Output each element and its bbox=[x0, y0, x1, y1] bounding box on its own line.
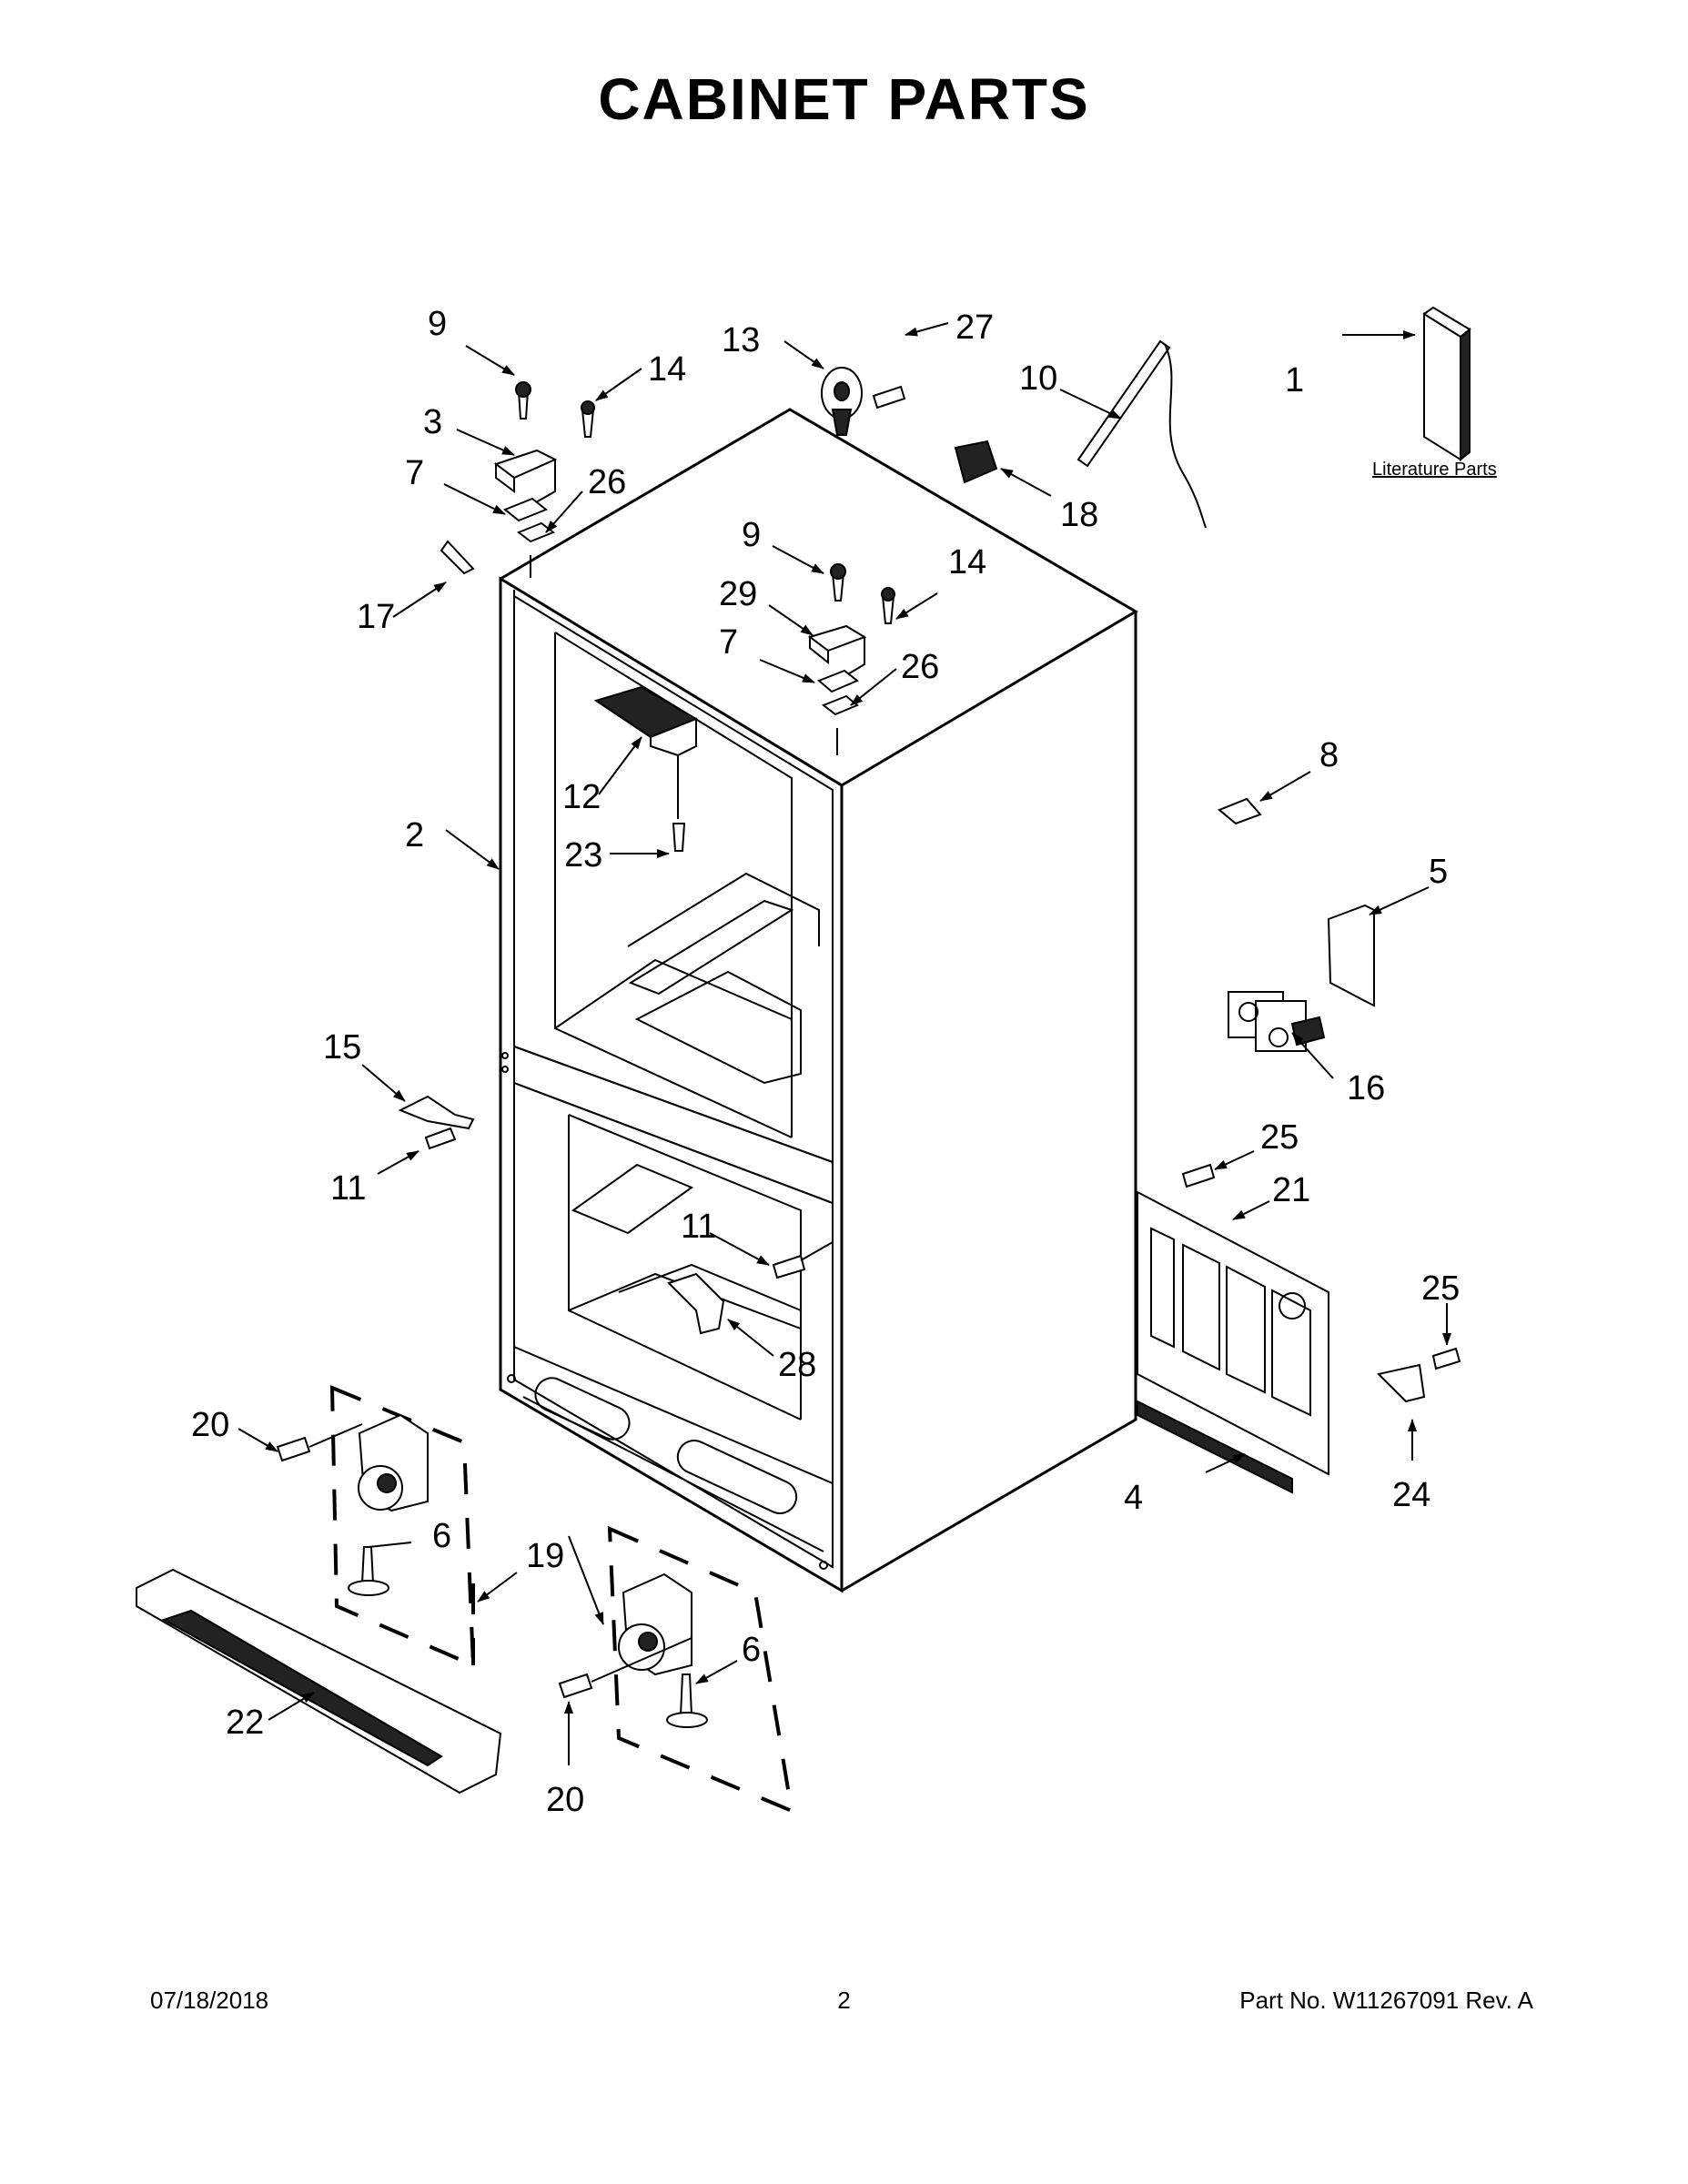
top-hinge-left bbox=[493, 381, 595, 578]
callout-20b: 20 bbox=[546, 1781, 584, 1819]
callout-21: 21 bbox=[1272, 1171, 1310, 1209]
callout-8: 8 bbox=[1319, 736, 1339, 774]
cabinet-side-face bbox=[841, 612, 1137, 1592]
footer-page-number: 2 bbox=[837, 1987, 851, 2014]
cabinet bbox=[499, 408, 1138, 1593]
toe-grille-part bbox=[136, 1568, 502, 1795]
callout-28: 28 bbox=[778, 1346, 816, 1384]
wire-harness-part bbox=[1076, 339, 1207, 529]
callout-19: 19 bbox=[526, 1537, 564, 1575]
roller-assembly-right bbox=[558, 1525, 794, 1815]
callout-12: 12 bbox=[562, 778, 601, 816]
screw-part-11a bbox=[424, 1127, 457, 1150]
callout-11a: 11 bbox=[330, 1169, 366, 1208]
callout-1: 1 bbox=[1285, 361, 1304, 399]
screw-part bbox=[872, 385, 906, 410]
callout-26a: 26 bbox=[588, 463, 626, 501]
strip-part bbox=[1137, 1400, 1293, 1494]
callout-14a: 14 bbox=[648, 350, 686, 389]
callout-5: 5 bbox=[1429, 853, 1448, 891]
callout-7b: 7 bbox=[719, 623, 738, 662]
freezer-cavity bbox=[513, 1081, 834, 1485]
callout-15: 15 bbox=[323, 1028, 361, 1067]
callout-4: 4 bbox=[1124, 1479, 1143, 1517]
roller-assembly-left bbox=[276, 1384, 476, 1669]
callout-14b: 14 bbox=[948, 543, 986, 581]
callout-6a: 6 bbox=[432, 1517, 451, 1555]
water-valve-part bbox=[1228, 991, 1326, 1052]
callout-18: 18 bbox=[1060, 496, 1098, 534]
page-title: CABINET PARTS bbox=[598, 66, 1090, 132]
callout-26b: 26 bbox=[901, 648, 939, 686]
callout-29: 29 bbox=[719, 575, 757, 613]
screw-part-23 bbox=[672, 823, 686, 852]
callout-11b: 11 bbox=[681, 1208, 716, 1246]
clamp-part bbox=[1377, 1363, 1426, 1403]
callout-9b: 9 bbox=[742, 516, 761, 554]
callout-23: 23 bbox=[564, 836, 602, 875]
callout-22: 22 bbox=[226, 1704, 264, 1742]
callout-2: 2 bbox=[405, 816, 424, 854]
leader-lines bbox=[238, 322, 1451, 1765]
callout-25b: 25 bbox=[1421, 1269, 1460, 1308]
callout-16: 16 bbox=[1347, 1069, 1385, 1107]
callout-20a: 20 bbox=[191, 1406, 229, 1444]
callout-labels: 1 2 3 4 5 6 6 7 7 8 9 9 10 11 11 12 13 1… bbox=[191, 305, 1497, 1819]
footer-part-number: Part No. W11267091 Rev. A bbox=[1239, 1987, 1533, 2014]
literature-parts-icon bbox=[1422, 306, 1471, 462]
screw-part-25a bbox=[1181, 1163, 1216, 1188]
callout-9a: 9 bbox=[428, 305, 447, 343]
footer-date: 07/18/2018 bbox=[150, 1987, 269, 2014]
screw-part-25b bbox=[1431, 1347, 1461, 1370]
hinge-part bbox=[821, 367, 863, 436]
cabinet-top-face bbox=[500, 408, 1138, 787]
top-hinge-center bbox=[807, 563, 895, 755]
screw-part-11b bbox=[772, 1254, 806, 1279]
bracket-part bbox=[1218, 797, 1262, 825]
literature-parts-label: Literature Parts bbox=[1372, 460, 1497, 480]
light-housing-part bbox=[593, 685, 699, 819]
callout-27: 27 bbox=[955, 308, 994, 347]
callout-7a: 7 bbox=[405, 454, 424, 492]
callout-24: 24 bbox=[1392, 1476, 1430, 1514]
clip-part bbox=[954, 440, 998, 484]
callout-17: 17 bbox=[357, 598, 395, 636]
grille-panel-part bbox=[1137, 1190, 1329, 1476]
bracket-part-15 bbox=[398, 1095, 475, 1130]
callout-10: 10 bbox=[1019, 359, 1057, 398]
callout-6b: 6 bbox=[742, 1631, 761, 1669]
cover-part bbox=[1327, 904, 1375, 1007]
callout-25a: 25 bbox=[1260, 1118, 1299, 1157]
callout-3: 3 bbox=[423, 403, 442, 441]
callout-13: 13 bbox=[722, 321, 760, 359]
bracket-part-28 bbox=[667, 1272, 725, 1335]
shelf-rail bbox=[628, 899, 794, 996]
trim-part bbox=[440, 540, 475, 575]
